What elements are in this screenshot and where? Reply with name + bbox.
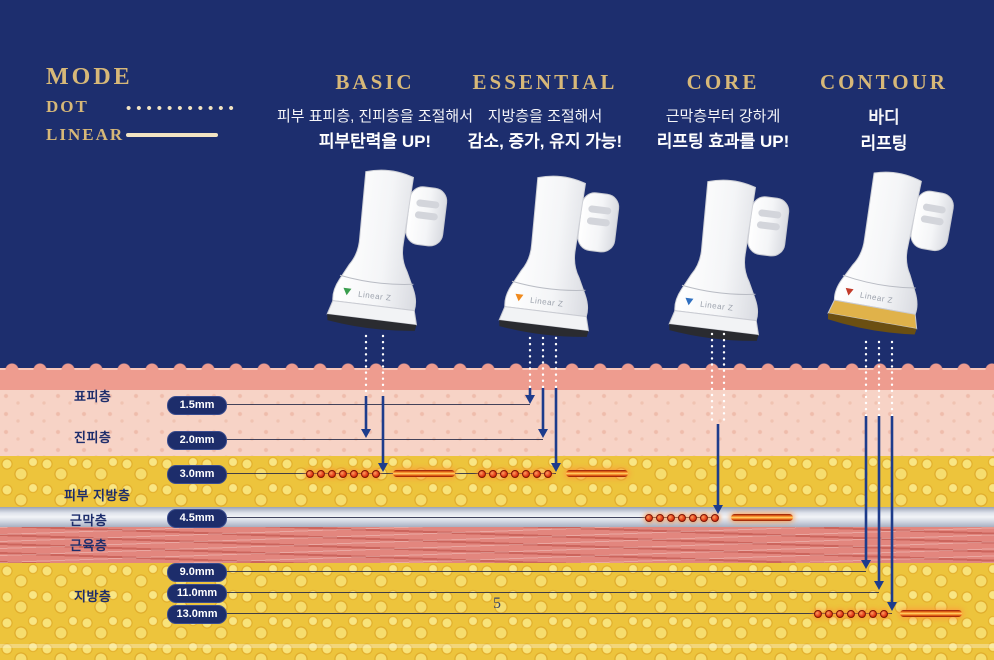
column-title-contour: CONTOUR — [820, 70, 948, 94]
desc-text: 지방층을 조절해서 — [487, 108, 603, 125]
dot-marker — [869, 610, 877, 618]
dot-marker — [328, 470, 336, 478]
dot-marker — [339, 470, 347, 478]
dot-marker — [489, 470, 497, 478]
desc-highlight: 피부탄력을 UP! — [318, 132, 432, 151]
dot-mode-row: DOT ••••••••••• — [46, 95, 239, 119]
dot-marker — [700, 514, 708, 522]
layer-epidermis — [0, 363, 994, 393]
dot-marker-row-core — [645, 514, 719, 522]
dot-marker — [511, 470, 519, 478]
depth-line-3-0mm — [224, 473, 556, 474]
dot-marker-row-essential — [478, 470, 552, 478]
dot-marker-row-basic — [306, 470, 380, 478]
dot-marker — [544, 470, 552, 478]
dot-marker — [689, 514, 697, 522]
dot-marker — [522, 470, 530, 478]
depth-line-9-0mm — [224, 571, 866, 572]
device-handpiece-basic: Linear Z — [300, 160, 460, 346]
layer-label-dermis: 진피층 — [74, 430, 112, 445]
column-title-core: CORE — [686, 70, 760, 94]
desc-text: 바디 — [868, 108, 900, 127]
dot-marker — [678, 514, 686, 522]
column-desc-basic: 피부 표피층, 진피층을 조절해서 피부탄력을 UP! — [255, 106, 495, 154]
device-handpiece-essential: Linear Z — [472, 166, 632, 352]
dot-marker — [533, 470, 541, 478]
linear-mode-label: LINEAR — [46, 125, 125, 144]
depth-line-2-0mm — [224, 439, 543, 440]
dot-marker — [478, 470, 486, 478]
linear-mode-row: LINEAR — [46, 123, 239, 147]
depth-badge-4-5mm: 4.5mm — [167, 509, 227, 528]
dot-marker — [645, 514, 653, 522]
desc-text: 피부 표피층, 진피층을 조절해서 — [276, 108, 474, 125]
linear-marker-essential — [566, 470, 628, 477]
dot-marker — [350, 470, 358, 478]
dot-marker — [306, 470, 314, 478]
device-handpiece-core: Linear Z — [642, 170, 802, 356]
layer-label-epidermis: 표피층 — [74, 389, 112, 404]
layer-muscle — [0, 527, 994, 563]
device-label: Linear Z — [700, 300, 734, 313]
column-desc-core: 근막층부터 강하게 리프팅 효과를 UP! — [603, 106, 843, 154]
depth-badge-3-0mm: 3.0mm — [167, 465, 227, 484]
desc-highlight: 감소, 증가, 유지 가능! — [467, 132, 623, 151]
dot-marker — [825, 610, 833, 618]
column-title-essential: ESSENTIAL — [472, 70, 618, 94]
desc-highlight: 리프팅 효과를 UP! — [656, 132, 790, 151]
deep-fat-divider — [0, 644, 994, 648]
device-label: Linear Z — [530, 296, 564, 309]
linear-marker-basic — [393, 470, 455, 477]
depth-badge-13-0mm: 13.0mm — [167, 605, 227, 624]
layer-label-muscle: 근육층 — [70, 538, 108, 553]
column-title-basic: BASIC — [335, 70, 415, 94]
dot-marker — [847, 610, 855, 618]
dot-marker — [361, 470, 369, 478]
dot-marker — [500, 470, 508, 478]
dot-marker — [880, 610, 888, 618]
depth-line-1-5mm — [224, 404, 530, 405]
page-number: 5 — [493, 595, 501, 612]
depth-line-11-0mm — [224, 592, 879, 593]
layer-label-deep-fat: 지방층 — [74, 589, 112, 604]
device-label: Linear Z — [358, 290, 392, 303]
depth-badge-9-0mm: 9.0mm — [167, 563, 227, 582]
dot-marker — [372, 470, 380, 478]
dot-marker — [836, 610, 844, 618]
dot-marker — [858, 610, 866, 618]
depth-badge-1-5mm: 1.5mm — [167, 396, 227, 415]
layer-label-fascia: 근막층 — [70, 513, 108, 528]
dot-mode-marks: ••••••••••• — [126, 99, 239, 117]
column-desc-contour: 바디 리프팅 — [764, 106, 994, 156]
skin-cross-section — [0, 363, 994, 660]
dot-marker — [656, 514, 664, 522]
column-desc-essential: 지방층을 조절해서 감소, 증가, 유지 가능! — [425, 106, 665, 154]
layer-skin-fat — [0, 456, 994, 507]
dot-mode-label: DOT — [46, 97, 89, 116]
dot-marker — [711, 514, 719, 522]
desc-highlight: 리프팅 — [860, 134, 908, 153]
mode-legend: MODE DOT ••••••••••• LINEAR — [46, 64, 239, 147]
dot-marker-row-contour — [814, 610, 888, 618]
desc-text: 근막층부터 강하게 — [665, 108, 781, 125]
depth-line-13-0mm — [224, 613, 892, 614]
layer-label-skin-fat: 피부 지방층 — [64, 488, 131, 503]
dot-marker — [317, 470, 325, 478]
dot-marker — [667, 514, 675, 522]
layer-dermis — [0, 390, 994, 456]
dot-marker — [814, 610, 822, 618]
linear-marker-contour — [900, 610, 962, 617]
depth-badge-2-0mm: 2.0mm — [167, 431, 227, 450]
linear-mode-mark — [126, 133, 218, 137]
device-handpiece-contour: Linear Z — [800, 159, 967, 351]
linear-marker-core — [731, 514, 793, 521]
depth-line-4-5mm — [224, 517, 718, 518]
mode-title: MODE — [46, 64, 133, 90]
depth-badge-11-0mm: 11.0mm — [167, 584, 227, 603]
